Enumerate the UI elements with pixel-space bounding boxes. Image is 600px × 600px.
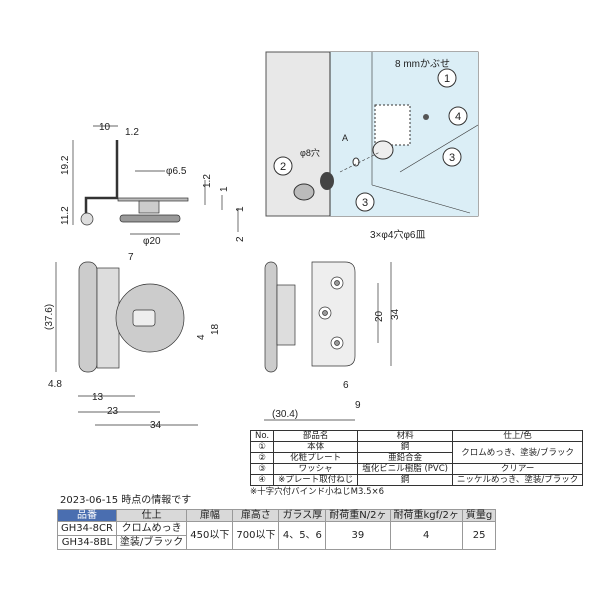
svg-text:13: 13 — [92, 392, 104, 403]
load-kgf: 4 — [389, 521, 463, 550]
hole-label: φ8穴 — [300, 147, 320, 158]
svg-text:23: 23 — [107, 406, 119, 417]
table-row: GH34-8BL 塗装/ブラック — [57, 535, 496, 550]
cell: ② — [249, 452, 275, 464]
cell: ④ — [249, 474, 275, 486]
cell: ※プレート取付ねじ — [273, 474, 359, 486]
svg-text:18: 18 — [210, 323, 221, 335]
svg-text:7: 7 — [128, 252, 134, 263]
header-name: 部品名 — [273, 430, 359, 442]
cell: 塩化ビニル樹脂 (PVC) — [357, 463, 453, 475]
mass: 25 — [461, 521, 497, 550]
door-height: 700以下 — [232, 521, 280, 550]
table-row: GH34-8CR クロムめっき 450以下 700以下 4、5、6 39 4 2… — [57, 521, 497, 550]
table-row: ② 化粧プレート 亜鉛合金 — [249, 452, 583, 464]
svg-text:34: 34 — [390, 308, 401, 320]
plate-view — [264, 261, 392, 421]
glass-thickness: 4、5、6 — [278, 521, 327, 550]
parts-table: No. 部品名 材料 仕上/色 ① 本体 鋼 クロムめっき、塗装/ブラック ② … — [249, 430, 584, 486]
svg-text:(37.6): (37.6) — [44, 304, 55, 330]
door-width: 450以下 — [186, 521, 234, 550]
finish: 塗装/ブラック — [115, 535, 188, 550]
front-view-dims: 7 (37.6) 18 4 4.8 13 23 34 — [44, 252, 221, 430]
cell: 化粧プレート — [273, 452, 359, 464]
svg-text:φ20: φ20 — [143, 236, 161, 247]
spec-table: 品番 仕上 扉幅 扉高さ ガラス厚 耐荷重N/2ヶ 耐荷重kgf/2ヶ 質量g … — [57, 509, 497, 550]
screw-note: ※十字穴付バインド小ねじM3.5×6 — [250, 487, 385, 497]
svg-text:φ6.5: φ6.5 — [166, 166, 187, 177]
header-part: 品番 — [57, 509, 117, 522]
svg-text:34: 34 — [150, 420, 162, 430]
svg-text:4.8: 4.8 — [48, 379, 62, 390]
svg-text:1: 1 — [235, 206, 246, 212]
svg-text:19.2: 19.2 — [60, 155, 71, 175]
cell: ③ — [249, 463, 275, 475]
info-date: 2023-06-15 時点の情報です — [60, 495, 192, 506]
spec-header: 品番 仕上 扉幅 扉高さ ガラス厚 耐荷重N/2ヶ 耐荷重kgf/2ヶ 質量g — [57, 509, 497, 522]
svg-text:6: 6 — [343, 380, 349, 391]
callout-3: 3 — [442, 147, 462, 167]
header-finish: 仕上/色 — [451, 430, 584, 442]
callout-2: 2 — [273, 156, 293, 176]
svg-text:(30.4): (30.4) — [272, 409, 298, 420]
plate-view-dims: 3×φ4穴φ6皿 20 34 6 9 (30.4) — [272, 228, 426, 420]
cell: 鋼 — [357, 474, 453, 486]
parts-header: No. 部品名 材料 仕上/色 — [249, 430, 584, 442]
cell: ① — [249, 441, 275, 453]
callout-1: 1 — [437, 68, 457, 88]
svg-text:20: 20 — [374, 310, 385, 322]
header-finish: 仕上 — [115, 509, 188, 522]
part-number: GH34-8CR — [57, 521, 117, 536]
drawings: 8 mmかぶせ A φ8穴 1 2 3 3 4 10 1.2 19.2 11.2… — [44, 51, 479, 430]
svg-text:4: 4 — [455, 111, 461, 123]
svg-text:3: 3 — [449, 152, 455, 164]
cell: クロムめっき、塗装/ブラック — [451, 441, 584, 464]
header-load-kgf: 耐荷重kgf/2ヶ — [389, 509, 463, 522]
part-number: GH34-8BL — [57, 535, 117, 550]
finish: クロムめっき — [115, 521, 188, 536]
svg-text:1: 1 — [219, 186, 230, 192]
header-mass: 質量g — [461, 509, 497, 522]
callout-4: 4 — [448, 106, 468, 126]
svg-text:4: 4 — [196, 334, 207, 340]
svg-text:10: 10 — [99, 122, 111, 133]
svg-text:1.2: 1.2 — [125, 127, 139, 138]
table-row: ③ ワッシャ 塩化ビニル樹脂 (PVC) クリアー — [249, 463, 584, 475]
side-view — [72, 125, 239, 235]
cell: ニッケルめっき、塗装/ブラック — [451, 474, 584, 486]
svg-text:3×φ4穴φ6皿: 3×φ4穴φ6皿 — [370, 228, 426, 241]
table-row: ④ ※プレート取付ねじ 鋼 ニッケルめっき、塗装/ブラック — [249, 474, 584, 486]
overlay-label: 8 mmかぶせ — [395, 58, 450, 70]
callout-3b: 3 — [355, 192, 375, 212]
svg-text:1.2: 1.2 — [202, 174, 213, 188]
header-height: 扉高さ — [232, 509, 280, 522]
table-row: ① 本体 鋼 クロムめっき、塗装/ブラック — [249, 441, 584, 464]
installation-illustration: 8 mmかぶせ A φ8穴 1 2 3 3 4 — [265, 51, 479, 217]
spec-section: 2023-06-15 時点の情報です 品番 仕上 扉幅 扉高さ ガラス厚 耐荷重… — [57, 494, 497, 550]
svg-text:11.2: 11.2 — [60, 206, 71, 225]
header-material: 材料 — [357, 430, 453, 442]
cell: 亜鉛合金 — [357, 452, 453, 464]
svg-text:9: 9 — [355, 400, 361, 411]
header-load-n: 耐荷重N/2ヶ — [325, 509, 391, 522]
svg-text:1: 1 — [444, 73, 450, 85]
header-glass: ガラス厚 — [278, 509, 327, 522]
parts-section: No. 部品名 材料 仕上/色 ① 本体 鋼 クロムめっき、塗装/ブラック ② … — [249, 430, 584, 498]
cell: 本体 — [273, 441, 359, 453]
load-n: 39 — [325, 521, 391, 550]
svg-text:3: 3 — [362, 197, 368, 209]
svg-text:2: 2 — [280, 161, 286, 173]
a-label: A — [342, 133, 348, 143]
cell: ワッシャ — [273, 463, 359, 475]
side-view-dims: 10 1.2 19.2 11.2 φ6.5 1.2 1 1 2 φ20 — [60, 122, 246, 247]
cell: 鋼 — [357, 441, 453, 453]
svg-text:2: 2 — [235, 236, 246, 242]
header-width: 扉幅 — [186, 509, 234, 522]
header-no: No. — [249, 430, 275, 442]
front-view — [55, 261, 198, 426]
cell: クリアー — [451, 463, 584, 475]
